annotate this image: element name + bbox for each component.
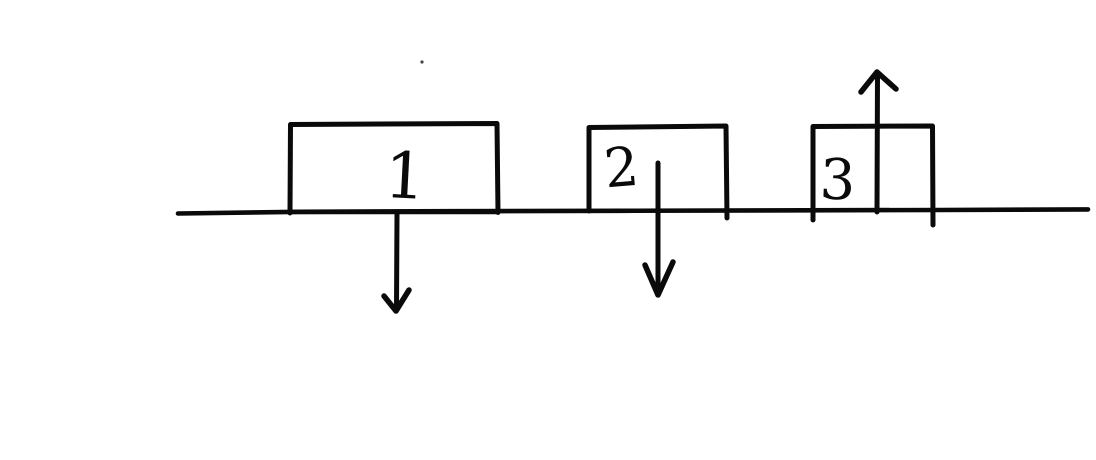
block-1-label: 1	[383, 139, 428, 215]
stray-ink-dot	[420, 60, 424, 64]
block-2-outline	[586, 123, 730, 221]
block-3-outline	[810, 123, 936, 228]
block-3-up-arrow-head-icon	[858, 69, 899, 95]
block-3-up-arrow-stem	[874, 72, 880, 215]
block-3-label: 3	[819, 147, 857, 213]
block-2-down-arrow-head-icon	[642, 259, 676, 298]
block-1-outline	[287, 121, 501, 216]
block-2-label: 2	[602, 135, 642, 201]
block-1-down-arrow-head-icon	[381, 287, 412, 314]
block-1-down-arrow-stem	[394, 211, 400, 312]
